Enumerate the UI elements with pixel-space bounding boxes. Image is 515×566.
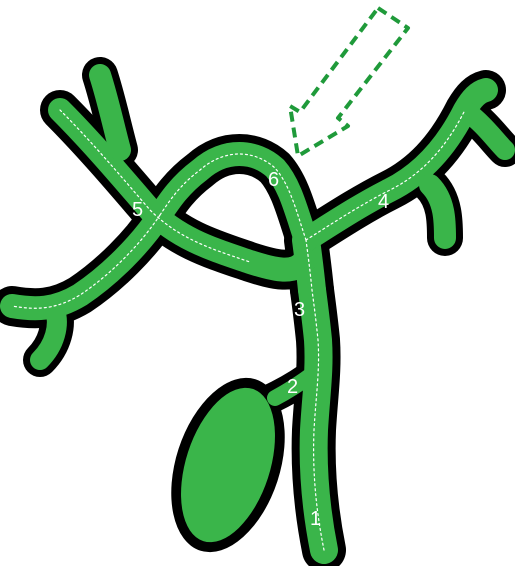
segment-label-2: 2: [287, 376, 298, 398]
segment-label-4: 4: [378, 191, 389, 213]
dashed-arrow-icon: [290, 8, 408, 156]
segment-label-5: 5: [132, 199, 143, 221]
direction-arrow: [290, 8, 408, 156]
segment-label-3: 3: [294, 299, 305, 321]
segment-label-1: 1: [310, 508, 321, 530]
segment-label-6: 6: [268, 169, 279, 191]
